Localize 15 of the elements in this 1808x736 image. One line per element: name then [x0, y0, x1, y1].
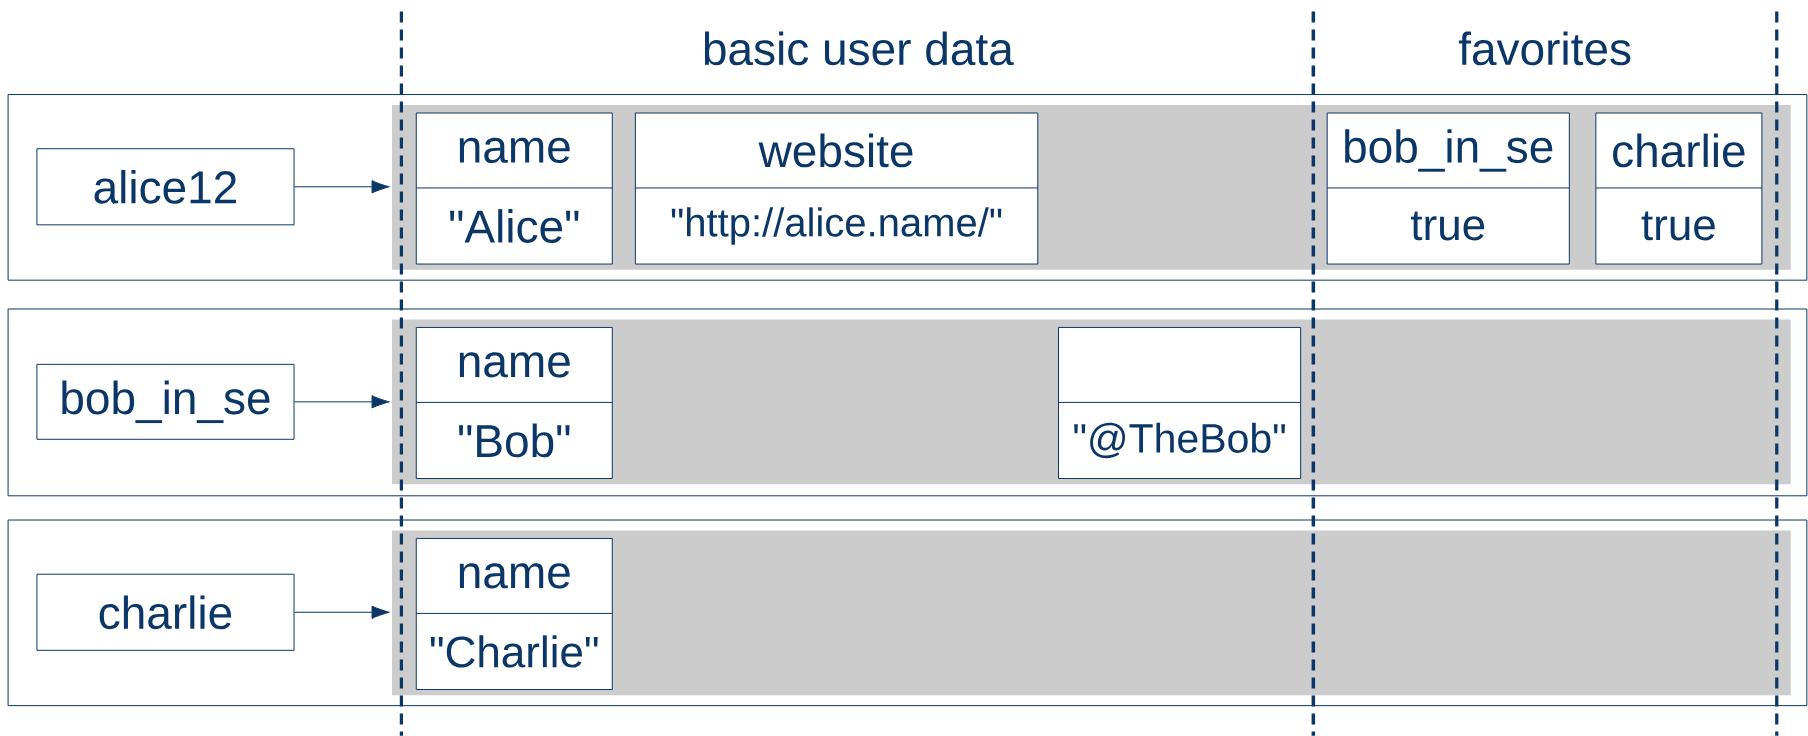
arrow	[294, 605, 390, 619]
key-box: alice12	[36, 148, 295, 226]
field-cell: name "Charlie"	[415, 537, 613, 690]
column-heading: favorites	[1458, 31, 1631, 66]
field-cell: name "Alice"	[415, 112, 613, 265]
column-heading: basic user data	[704, 31, 1014, 66]
field-cell: name "Bob"	[415, 326, 613, 479]
field-cell: bob_in_se true	[1326, 112, 1570, 265]
arrow	[294, 395, 390, 409]
field-cell: website "http://alice.name/"	[634, 112, 1039, 265]
key-box: bob_in_se	[36, 363, 295, 440]
field-cell: "@TheBob"	[1058, 326, 1302, 479]
key-box: charlie	[36, 573, 295, 651]
field-cell: charlie true	[1595, 112, 1763, 265]
arrow	[294, 180, 390, 194]
